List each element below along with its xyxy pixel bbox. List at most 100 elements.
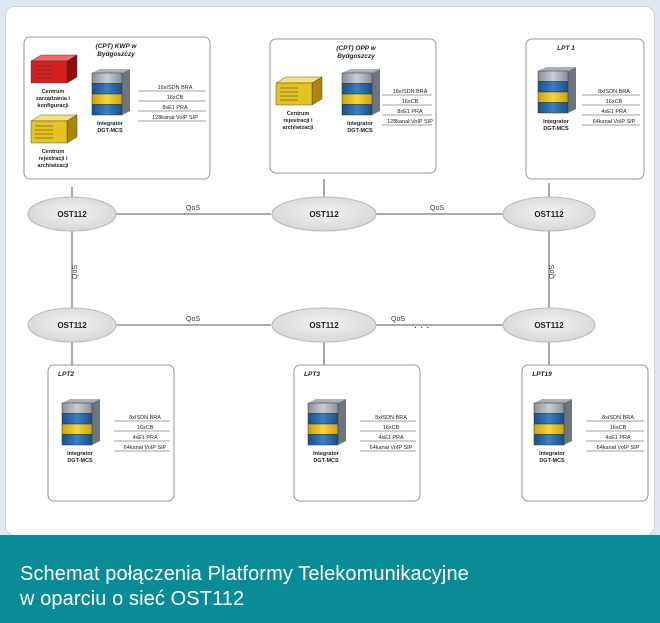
device-label: zarządzania i [36,96,70,102]
site-title: LPT3 [304,371,320,378]
ost-node-label: OST112 [534,210,564,219]
rack-server-icon [307,399,346,446]
link-type-label: 4xE1 PRA [605,435,631,441]
link-type-label: 16xISDN BRA [158,85,193,91]
ost-node-label: OST112 [534,321,564,330]
qos-label-vertical-left: QoS [72,265,79,279]
link-type-label: 16xCB [610,425,627,431]
ost-node-bottom-middle: OST112 [271,307,377,343]
network-ellipsis: . . . [414,319,429,331]
link-type-label: 64kanał VoIP SIP [370,445,413,451]
link-list: 8xISDN BRA 16xCB 4xE1 PRA 64kanał VoIP SIP [582,89,640,126]
device-label: konfiguracji [37,103,69,109]
rack-server-icon [341,69,380,116]
rack-label: DGT-MCS [539,458,565,464]
rack-label: DGT-MCS [97,128,123,134]
link-type-label: 16xCB [402,99,419,105]
device-label: archiwizacji [38,163,69,169]
ost-node-label: OST112 [309,321,339,330]
site-title: LPT 1 [557,45,575,52]
qos-label-vertical-right: QoS [549,265,556,279]
device-label: rejestracji i [38,156,68,162]
rack-label: DGT-MCS [313,458,339,464]
archive-server-icon [30,114,78,144]
link-type-label: 8xE1 PRA [162,105,188,111]
link-list: 8xISDN BRA 16xCB 4xE1 PRA 64kanał VoIP SIP [114,415,170,452]
link-list: 8xISDN BRA 16xCB 4xE1 PRA 64kanał VoIP SIP [586,415,644,452]
network-diagram: QoS QoS QoS QoS QoS QoS . . . OST112 OST… [23,36,649,502]
diagram-panel: QoS QoS QoS QoS QoS QoS . . . OST112 OST… [5,6,655,536]
link-type-label: 64kanał VoIP SIP [597,445,640,451]
link-type-label: 16xISDN BRA [393,89,428,95]
site-title: LPT2 [58,371,74,378]
caption-line-1: Schemat połączenia Platformy Telekomunik… [20,563,469,585]
link-type-label: 4xE1 PRA [378,435,404,441]
rack-label: DGT-MCS [543,126,569,132]
link-type-label: 64kanał VoIP SIP [124,445,167,451]
device-label: Centrum [42,89,65,95]
link-type-label: 16xCB [137,425,154,431]
ost-nodes: OST112 OST112 OST112 OST112 OST112 [27,196,596,343]
rack-server-icon [537,67,576,114]
rack-label: Integrator [97,121,124,127]
link-type-label: 16xCB [383,425,400,431]
caption-box: Schemat połączenia Platformy Telekomunik… [0,535,660,623]
ost-node-top-right: OST112 [502,196,596,232]
ost-node-bottom-left: OST112 [27,307,117,343]
link-list: 16xISDN BRA 16xCB 8xE1 PRA 128kanał VoIP SI… [382,89,433,126]
sites-layer: (CPT) KWP wBydgoszczyCentrumzarządzania … [23,36,649,502]
link-list: 8xISDN BRA 16xCB 4xE1 PRA 64kanał VoIP SIP [360,415,416,452]
rack-label: Integrator [347,121,374,127]
link-type-label: 4xE1 PRA [132,435,158,441]
rack-server-icon [91,69,130,116]
ost-node-top-middle: OST112 [271,196,377,232]
link-type-label: 16xCB [167,95,184,101]
rack-label: Integrator [313,451,340,457]
qos-label-top-left: QoS [186,205,200,212]
ost-node-label: OST112 [57,321,87,330]
rack-label: Integrator [539,451,566,457]
site-title: Bydgoszczy [337,53,375,60]
link-type-label: 8xISDN BRA [602,415,634,421]
site-title: (CPT) KWP w [96,43,138,50]
link-type-label: 64kanał VoIP SIP [593,119,636,125]
site-opp: (CPT) OPP wBydgoszczyCentrumrejestracji … [269,38,437,174]
qos-label-top-right: QoS [430,205,444,212]
ost-node-bottom-right: OST112 [502,307,596,343]
rack-label: Integrator [67,451,94,457]
site-title: Bydgoszczy [97,51,135,58]
ost-node-label: OST112 [57,210,87,219]
device-label: Centrum [42,149,65,155]
rack-server-icon [533,399,572,446]
network-links [71,179,550,365]
management-server-icon [30,54,78,84]
link-type-label: 4xE1 PRA [601,109,627,115]
link-type-label: 128kanał VoIP SIP [387,119,433,125]
rack-label: Integrator [543,119,570,125]
link-list: 16xISDN BRA 16xCB 8xE1 PRA 128kanał VoIP SI… [138,85,206,122]
site-kwp: (CPT) KWP wBydgoszczyCentrumzarządzania … [23,36,211,180]
site-title: LPT19 [532,371,552,378]
link-type-label: 8xISDN BRA [375,415,407,421]
link-type-label: 8xE1 PRA [397,109,423,115]
device-label: Centrum [287,111,310,117]
link-type-label: 8xISDN BRA [598,89,630,95]
ost-node-label: OST112 [309,210,339,219]
qos-label-bottom-left: QoS [186,316,200,323]
ost-node-top-left: OST112 [27,196,117,232]
rack-label: DGT-MCS [347,128,373,134]
link-type-label: 16xCB [606,99,623,105]
rack-server-icon [61,399,100,446]
device-label: rejestracji i [283,118,313,124]
link-type-label: 128kanał VoIP SIP [152,115,198,121]
device-label: archiwizacji [283,125,314,131]
qos-labels: QoS QoS QoS QoS QoS QoS [72,205,556,323]
site-title: (CPT) OPP w [336,45,376,52]
link-type-label: 8xISDN BRA [129,415,161,421]
qos-label-bottom-right: QoS [391,316,405,323]
